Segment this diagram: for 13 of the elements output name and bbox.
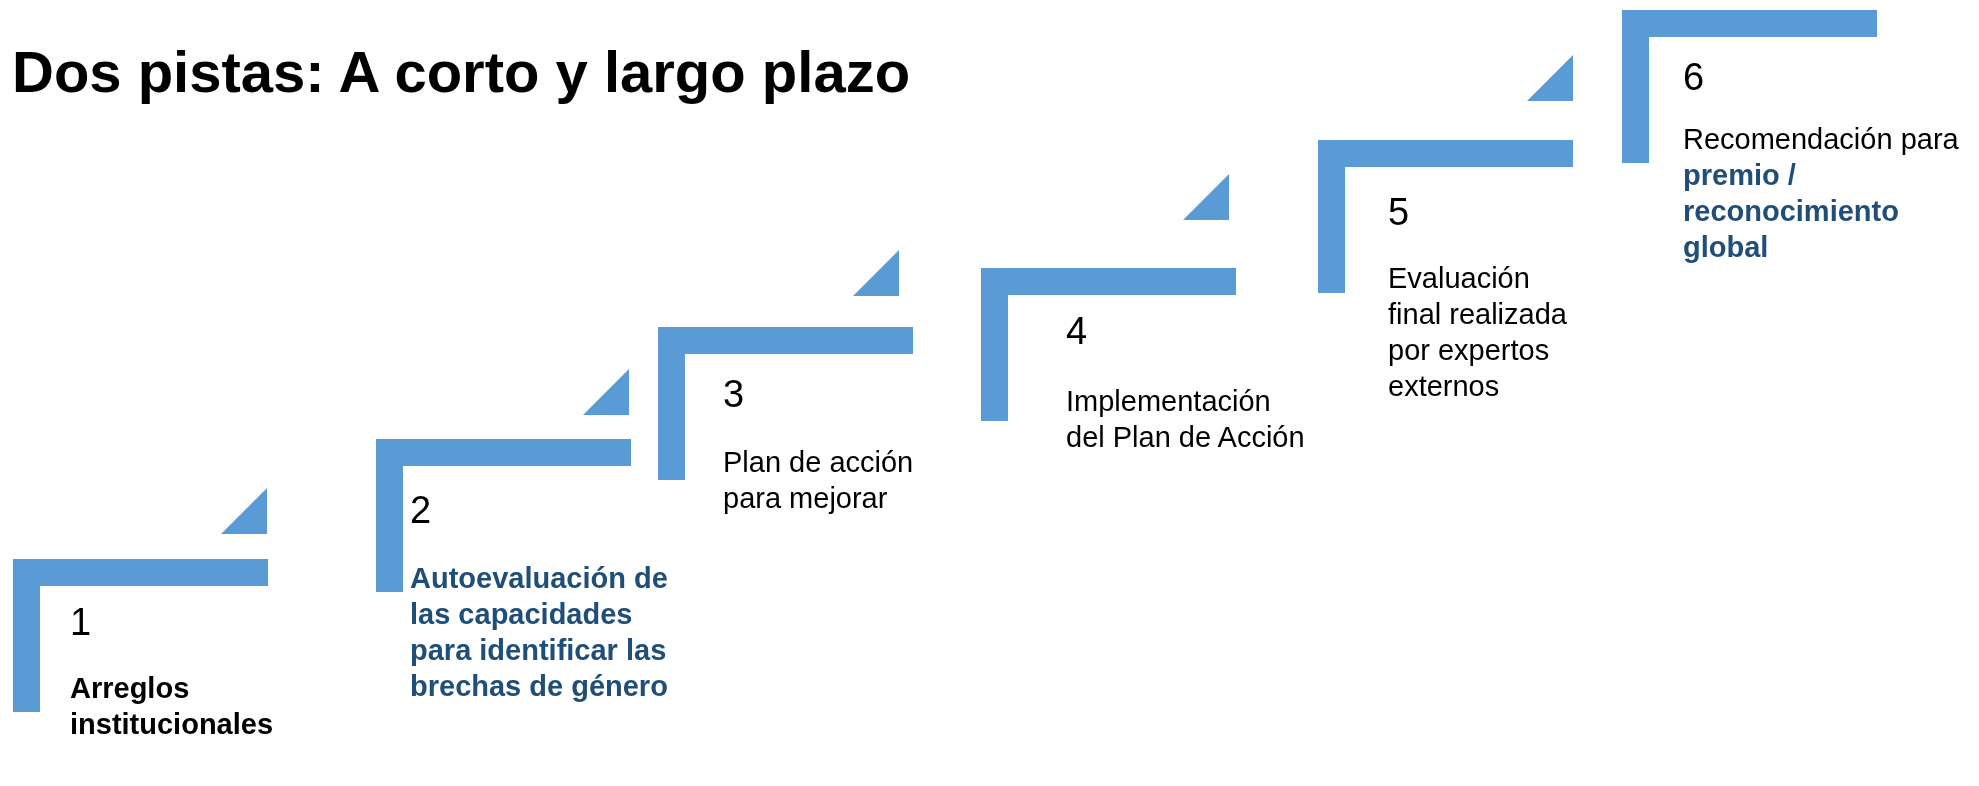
step-description: Implementación del Plan de Acción (1066, 384, 1306, 455)
step-number: 6 (1683, 55, 1705, 99)
step-number: 3 (723, 372, 745, 416)
title: Dos pistas: A corto y largo plazo (12, 38, 911, 105)
step-number: 4 (1066, 309, 1088, 353)
step-description: Arreglos institucionales (70, 671, 275, 742)
step-number: 1 (70, 600, 92, 644)
step-description: Plan de acción para mejorar (723, 445, 915, 516)
step-number: 2 (410, 488, 432, 532)
step-description: Evaluación final realizada por expertos externos (1388, 261, 1568, 404)
step-number: 5 (1388, 190, 1410, 234)
step-description: Autoevaluación de las capacidades para identificar las brechas de género (410, 561, 669, 704)
step-description: Recomendación para premio / reconocimiento global (1683, 122, 1960, 265)
